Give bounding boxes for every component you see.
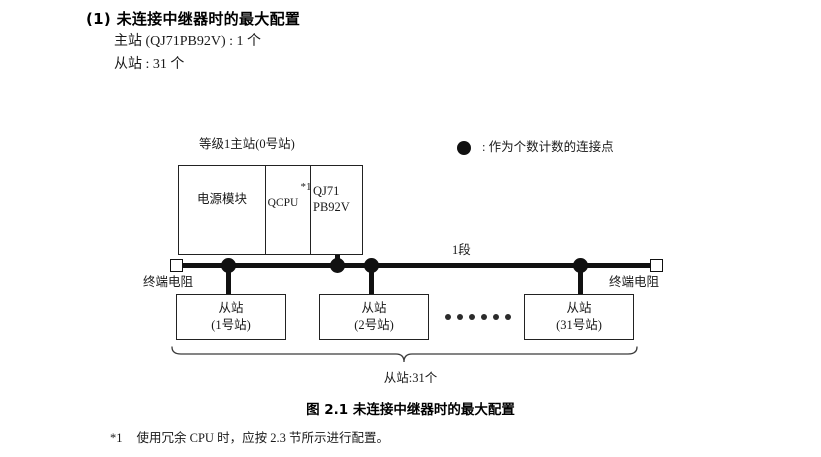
connection-point-icon [457,141,471,155]
page-title: (1) 未连接中继器时的最大配置 [86,10,301,28]
slave-station-box-2 [319,294,429,340]
slave-station-box-1 [176,294,286,340]
slave-group-brace [171,346,638,363]
slave-31-label-line1: 从站 [566,301,592,315]
module-power-supply-label: 电源模块 [196,192,247,206]
slave-1-label-line2: (1号站) [211,318,251,332]
slave-2-drop-line [369,265,374,295]
module-pb92v-label-line1: QJ71 [313,184,340,198]
spec-slave-count: 从站 : 31 个 [114,57,185,72]
footnote-mark: *1 [110,431,123,445]
footnote: *1 使用冗余 CPU 时，应按 2.3 节所示进行配置。 [110,427,389,446]
rack-divider-1 [265,166,266,254]
slave-2-label-line2: (2号站) [354,318,394,332]
slave-1-label-line1: 从站 [218,301,244,315]
slave-station-box-31 [524,294,634,340]
fieldbus-trunk-line [178,263,658,268]
slave-stations-ellipsis [445,314,511,320]
terminator-left-icon [170,259,183,272]
slave-1-drop-line [226,265,231,295]
terminator-right-label: 终端电阻 [609,275,660,289]
figure-caption: 图 2.1 未连接中继器时的最大配置 [306,402,515,418]
slave-2-label-line1: 从站 [361,301,387,315]
master-rack-box [178,165,363,255]
heading-block: (1) 未连接中继器时的最大配置 主站 (QJ71PB92V) : 1 个 从站… [86,8,726,76]
slave-31-drop-line [578,265,583,295]
legend-text: : 作为个数计数的连接点 [482,140,614,154]
slave-31-label-line2: (31号站) [556,318,602,332]
spec-master-count: 主站 (QJ71PB92V) : 1 个 [114,34,262,49]
footnote-text: 使用冗余 CPU 时，应按 2.3 节所示进行配置。 [136,431,389,445]
module-pb92v-label-line2: PB92V [313,200,350,214]
slave-group-brace-label: 从站:31个 [383,371,438,385]
module-qcpu-label: QCPU [267,197,299,209]
segment-label: 1段 [452,243,471,257]
connection-node-master [330,258,345,273]
rack-divider-2 [310,166,311,254]
terminator-right-icon [650,259,663,272]
terminator-left-label: 终端电阻 [143,275,194,289]
master-station-title: 等级1主站(0号站) [199,137,295,151]
module-qcpu-footnote-mark: *1 [300,181,312,193]
